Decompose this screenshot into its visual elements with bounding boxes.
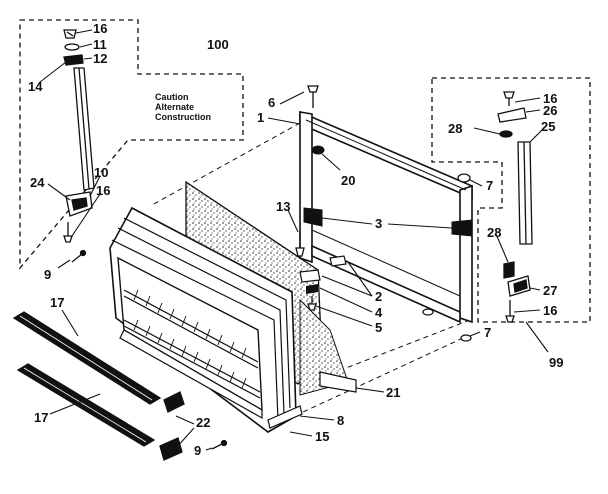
label-7-lower: 7 <box>484 325 492 340</box>
label-4: 4 <box>375 305 383 320</box>
caution-line-2: Alternate <box>155 102 195 112</box>
screw-6 <box>307 85 319 108</box>
label-6: 6 <box>268 95 276 110</box>
screw-9-lower <box>211 439 228 450</box>
label-14: 14 <box>28 79 43 94</box>
part-5 <box>307 296 317 311</box>
label-7-upper: 7 <box>486 178 494 193</box>
door-shelves <box>123 289 261 399</box>
label-16-right-bottom: 16 <box>543 303 558 318</box>
label-16-left-bottom: 16 <box>96 183 111 198</box>
label-9-lower: 9 <box>194 443 202 458</box>
label-21: 21 <box>386 385 401 400</box>
label-8: 8 <box>337 413 345 428</box>
caution-note: Caution Alternate Construction <box>155 92 211 122</box>
projection-lines <box>151 122 471 419</box>
shelf-rails <box>133 289 247 389</box>
label-1: 1 <box>257 110 265 125</box>
label-20: 20 <box>341 173 356 188</box>
leader-lines <box>39 29 549 451</box>
label-11: 11 <box>93 37 107 52</box>
mid-hinge-left <box>303 207 323 227</box>
label-22: 22 <box>196 415 211 430</box>
label-3: 3 <box>375 216 383 231</box>
label-24: 24 <box>30 175 45 190</box>
left-callout-border <box>19 19 244 270</box>
label-16-right-top: 16 <box>543 91 558 106</box>
part-20 <box>311 145 325 155</box>
part-4 <box>306 284 318 294</box>
label-25: 25 <box>541 119 556 134</box>
caution-line-3: Construction <box>155 112 211 122</box>
mid-hinge-right <box>451 219 473 237</box>
label-15: 15 <box>315 429 330 444</box>
label-17-upper: 17 <box>50 295 65 310</box>
part-7-upper <box>457 173 471 183</box>
label-99: 99 <box>549 355 564 370</box>
part-7-lower <box>460 334 472 342</box>
label-26: 26 <box>543 103 558 118</box>
foot-washer <box>422 308 434 316</box>
label-5: 5 <box>375 320 383 335</box>
label-12: 12 <box>93 51 108 66</box>
label-10: 10 <box>94 165 109 180</box>
label-16-left-top: 16 <box>93 21 108 36</box>
caution-line-1: Caution <box>155 92 189 102</box>
label-27: 27 <box>543 283 558 298</box>
label-13: 13 <box>276 199 291 214</box>
gasket-strips <box>12 311 162 447</box>
part-2b <box>329 255 347 267</box>
label-2: 2 <box>375 289 383 304</box>
label-28-upper: 28 <box>448 121 463 136</box>
handles <box>159 391 185 461</box>
label-9-left: 9 <box>44 267 52 282</box>
part-2a <box>299 269 321 283</box>
label-100: 100 <box>207 37 229 52</box>
screw-9-left <box>71 249 87 263</box>
right-hinge-parts <box>497 91 533 323</box>
part-13 <box>295 230 305 257</box>
label-17-lower: 17 <box>34 410 49 425</box>
label-28-lower: 28 <box>487 225 502 240</box>
